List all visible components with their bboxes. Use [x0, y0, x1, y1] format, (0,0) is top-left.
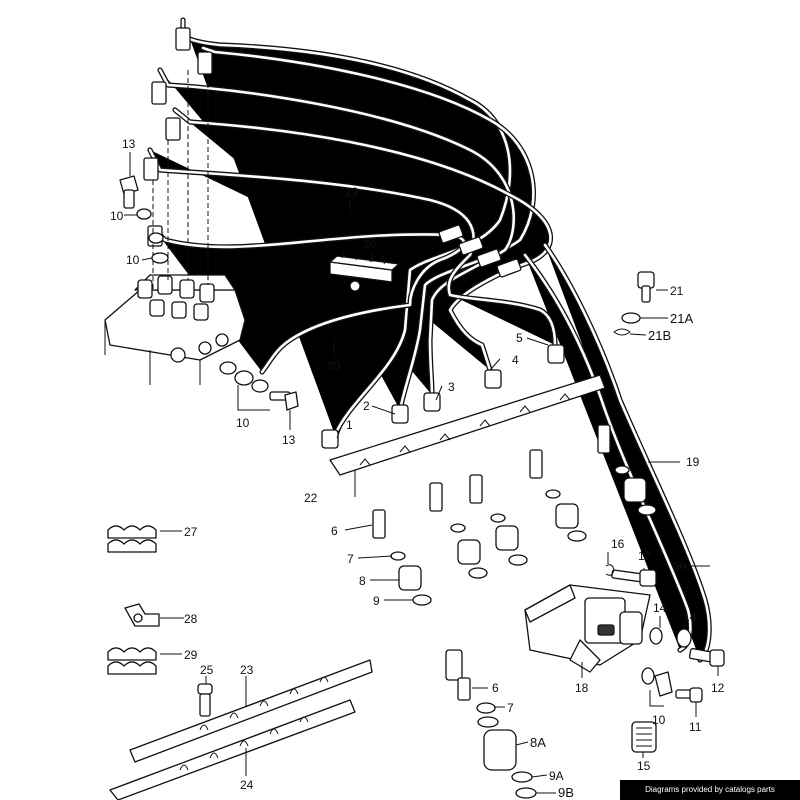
leader-lines: [124, 152, 719, 794]
banjo-fitting-lower: [219, 361, 299, 411]
callout-21: 21: [670, 284, 684, 298]
callout-9: 9: [373, 594, 380, 608]
clip-28: [124, 603, 160, 627]
injector-nozzles: [372, 424, 657, 606]
callout-18: 18: [575, 681, 589, 695]
callout-6: 6: [331, 524, 338, 538]
callout-20-right: 20: [673, 560, 687, 574]
heat-shield-23-24: [109, 659, 373, 800]
callout-20-left: 20: [327, 359, 341, 373]
callout-24: 24: [240, 778, 254, 792]
clip-set-29: [107, 647, 157, 675]
credit-banner: Diagrams provided by catalogs parts: [620, 780, 800, 800]
injection-pump-head: [104, 70, 246, 385]
callout-21B: 21B: [648, 328, 671, 343]
callout-1: 1: [346, 418, 353, 432]
screw-17: [605, 564, 657, 587]
callout-2: 2: [363, 399, 370, 413]
banjo-bolt-upper: [119, 175, 169, 264]
callout-26: 26: [363, 237, 377, 251]
callout-9B: 9B: [558, 785, 574, 800]
callout-10-middle: 10: [126, 253, 140, 267]
callout-10-upper: 10: [110, 209, 124, 223]
callout-19-right: 19: [686, 455, 700, 469]
injector-nozzle-detail: [445, 649, 537, 799]
callout-13-lower: 13: [282, 433, 296, 447]
callout-14-left: 14: [653, 601, 667, 615]
callout-3: 3: [448, 380, 455, 394]
banjo-fitting-right: [631, 627, 725, 753]
callout-22: 22: [304, 491, 318, 505]
injection-pipe-bundle: [143, 20, 709, 660]
callout-28: 28: [184, 612, 198, 626]
callout-13-upper: 13: [122, 137, 136, 151]
callout-23: 23: [240, 663, 254, 677]
clip-set-27: [107, 525, 157, 553]
callout-17: 17: [638, 549, 652, 563]
callout-12: 12: [711, 681, 725, 695]
callout-labels: 1 2 3 4 5 6 7 8 9 13 10 10 10 13 19 20 2…: [110, 137, 725, 800]
pump-assembly-18: [524, 584, 651, 673]
bolt-21: [613, 271, 655, 336]
callout-8: 8: [359, 574, 366, 588]
callout-10-lower: 10: [236, 416, 250, 430]
callout-6-detail: 6: [492, 681, 499, 695]
callout-14-right: 14: [683, 610, 697, 624]
callout-10-right: 10: [652, 713, 666, 727]
callout-21A: 21A: [670, 311, 693, 326]
callout-27: 27: [184, 525, 198, 539]
callout-25: 25: [200, 663, 214, 677]
callout-16: 16: [611, 537, 625, 551]
callout-8A: 8A: [530, 735, 546, 750]
pipe-clamp-26: [329, 251, 400, 292]
callout-4: 4: [512, 353, 519, 367]
support-bracket-22: [329, 374, 606, 497]
callout-15: 15: [637, 759, 651, 773]
callout-11: 11: [689, 720, 702, 734]
callout-7-detail: 7: [507, 701, 514, 715]
callout-9A: 9A: [549, 769, 564, 783]
callout-5: 5: [516, 331, 523, 345]
callout-29: 29: [184, 648, 198, 662]
callout-19-top: 19: [345, 185, 359, 199]
callout-7: 7: [347, 552, 354, 566]
